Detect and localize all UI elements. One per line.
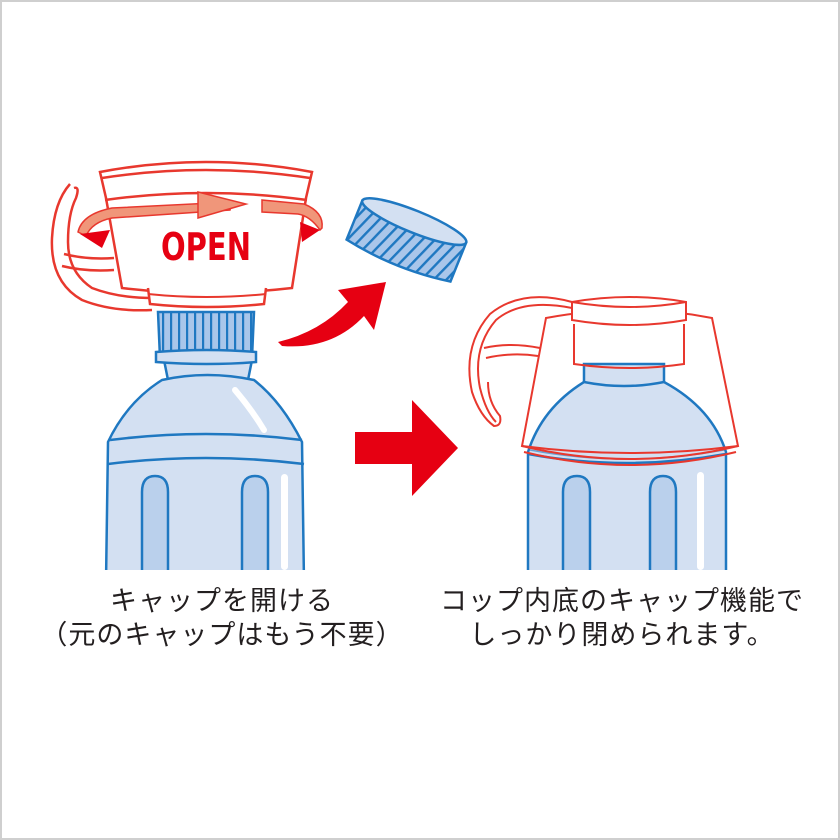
caption-left-line-2: （元のキャップはもう不要）	[40, 620, 404, 651]
right-cup	[468, 296, 740, 466]
right-arrow	[355, 400, 458, 496]
left-cup: OPEN	[50, 160, 323, 312]
right-bottle	[526, 362, 728, 570]
left-bottle	[104, 310, 306, 570]
detached-cap	[345, 197, 468, 283]
caption-open-cap: キャップを開ける （元のキャップはもう不要）	[22, 585, 422, 653]
open-label: OPEN	[161, 225, 251, 269]
caption-left-line-1: キャップを開ける	[110, 586, 334, 617]
caption-right-line-2: しっかり閉められます。	[469, 620, 775, 651]
rotate-clockwise-arrow	[77, 201, 233, 238]
caption-right-line-1: コップ内底のキャップ機能で	[440, 586, 804, 617]
caption-close-with-cup: コップ内底のキャップ機能で しっかり閉められます。	[422, 585, 822, 653]
curved-up-arrow	[278, 282, 386, 347]
